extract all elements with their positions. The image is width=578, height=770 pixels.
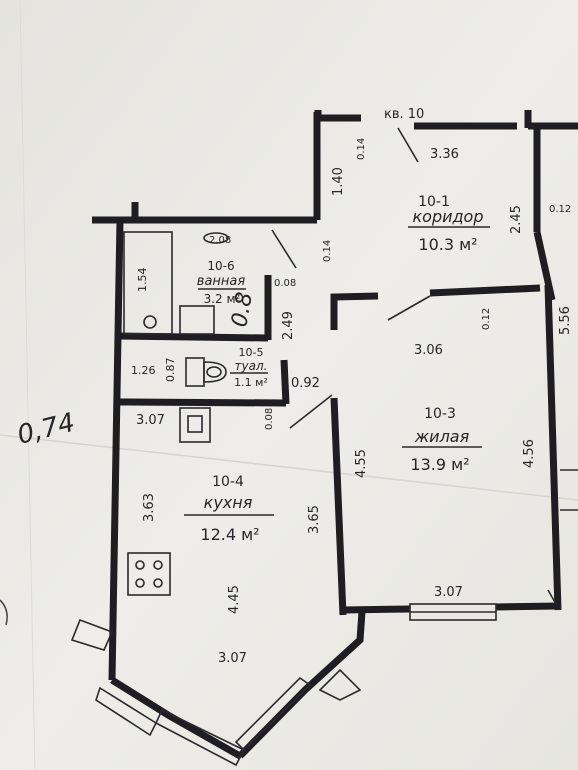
room-10-1-area: 10.3 м² [418,235,477,254]
dim-outer-right: 5.56 [558,306,573,335]
room-10-3-area: 13.9 м² [410,455,469,474]
room-10-4-area: 12.4 м² [200,525,259,544]
dim-bath-tub: 1.54 [136,268,149,293]
dim-kitchen-left: 3.63 [142,493,157,522]
bathtub-drain [143,315,157,329]
dim-toilet-door: 0.92 [291,376,320,391]
room-10-6-name: ванная [197,274,246,289]
apartment-label: кв. 10 [384,107,424,122]
room-10-6-id: 10-6 [207,259,234,273]
room-10-1-id: 10-1 [418,194,450,210]
dim-corridor-right: 2.45 [509,205,524,234]
paper-fold [19,0,36,770]
window-frames [70,469,578,767]
kitchen-sink [179,407,211,443]
dim-corridor-lower: 0.14 [322,240,333,262]
handwritten-mark [0,599,8,626]
dim-corridor-width: 3.36 [430,147,459,162]
dim-corridor-top-stub: 0.14 [356,138,367,160]
dim-bath-top: 2.08 [209,235,231,246]
kitchen-stove [127,552,171,596]
dim-kitchen-bottom: 3.07 [218,651,247,666]
dim-toilet-left: 1.26 [131,364,156,377]
room-10-4-id: 10-4 [212,474,244,490]
dim-living-stub: 0.12 [481,308,492,330]
dim-corridor-left: 1.40 [331,167,346,196]
door-swings [271,127,557,605]
bathtub [123,231,173,335]
room-10-6-area: 3.2 м² [204,292,241,306]
dim-kitchen-right: 3.65 [307,505,322,534]
dim-living-bottom: 3.07 [434,585,463,600]
toilet-bowl [203,361,227,383]
paper-fold [0,434,578,501]
room-10-5-area: 1.1 м² [234,376,268,389]
room-10-3-id: 10-3 [424,406,456,422]
room-10-1-name: коридор [412,207,483,226]
dim-toilet-wall: 0.08 [264,408,275,430]
dim-bath-toilet-side: 2.49 [281,311,296,340]
dim-living-right: 4.56 [522,439,537,468]
dim-bath-partition: 0.08 [274,278,296,289]
handwritten-bath-note: 0.8 [227,290,258,329]
dim-corridor-right-stub: 0.12 [549,204,571,215]
room-10-5-id: 10-5 [239,346,264,359]
fixtures [123,231,229,596]
bath-sink [203,232,229,244]
dim-living-left: 4.55 [354,449,369,478]
dim-kitchen-depth: 4.45 [227,585,242,614]
dim-toilet-width: 0.87 [164,358,177,383]
room-10-4-name: кухня [204,493,253,512]
room-10-3-name: жилая [414,427,470,446]
dim-living-top: 3.06 [414,343,443,358]
washing-machine [179,305,215,335]
room-10-5-name: туал. [235,359,268,373]
dim-kitchen-top: 3.07 [136,413,165,428]
walls [92,110,578,760]
